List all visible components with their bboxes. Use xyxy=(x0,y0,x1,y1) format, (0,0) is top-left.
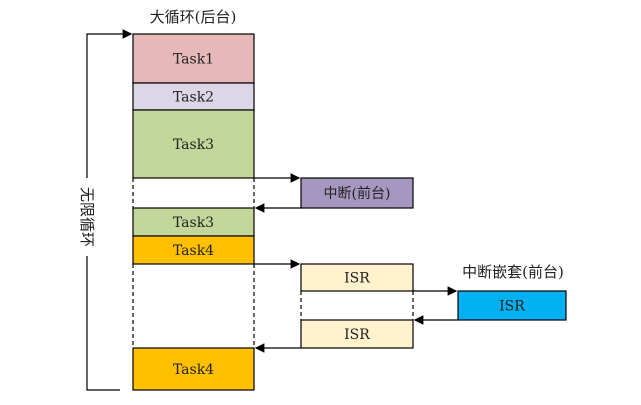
title: 大循环(后台) xyxy=(150,8,237,26)
block-task3a xyxy=(132,109,255,179)
block-label-task3a: Task3 xyxy=(173,137,214,153)
loop-label: 无限循环 xyxy=(78,178,96,256)
block-label-task4b: Task4 xyxy=(173,362,214,378)
block-isr_nested xyxy=(457,290,567,321)
block-label-task4a: Task4 xyxy=(173,243,214,259)
nested-label: 中断嵌套(前台) xyxy=(462,263,564,281)
block-label-task1: Task1 xyxy=(173,52,214,68)
block-isr2 xyxy=(300,319,414,349)
block-label-task3b: Task3 xyxy=(173,215,214,231)
block-label-isr1: ISR xyxy=(344,271,370,287)
block-task4a xyxy=(132,235,255,265)
block-task4b xyxy=(132,347,255,391)
block-label-isr2: ISR xyxy=(344,327,370,343)
block-interrupt xyxy=(300,177,414,209)
block-label-isr_nested: ISR xyxy=(499,299,525,315)
block-task1 xyxy=(132,33,255,84)
block-label-interrupt: 中断(前台) xyxy=(324,185,391,202)
block-label-task2: Task2 xyxy=(173,90,214,106)
block-isr1 xyxy=(300,263,414,292)
